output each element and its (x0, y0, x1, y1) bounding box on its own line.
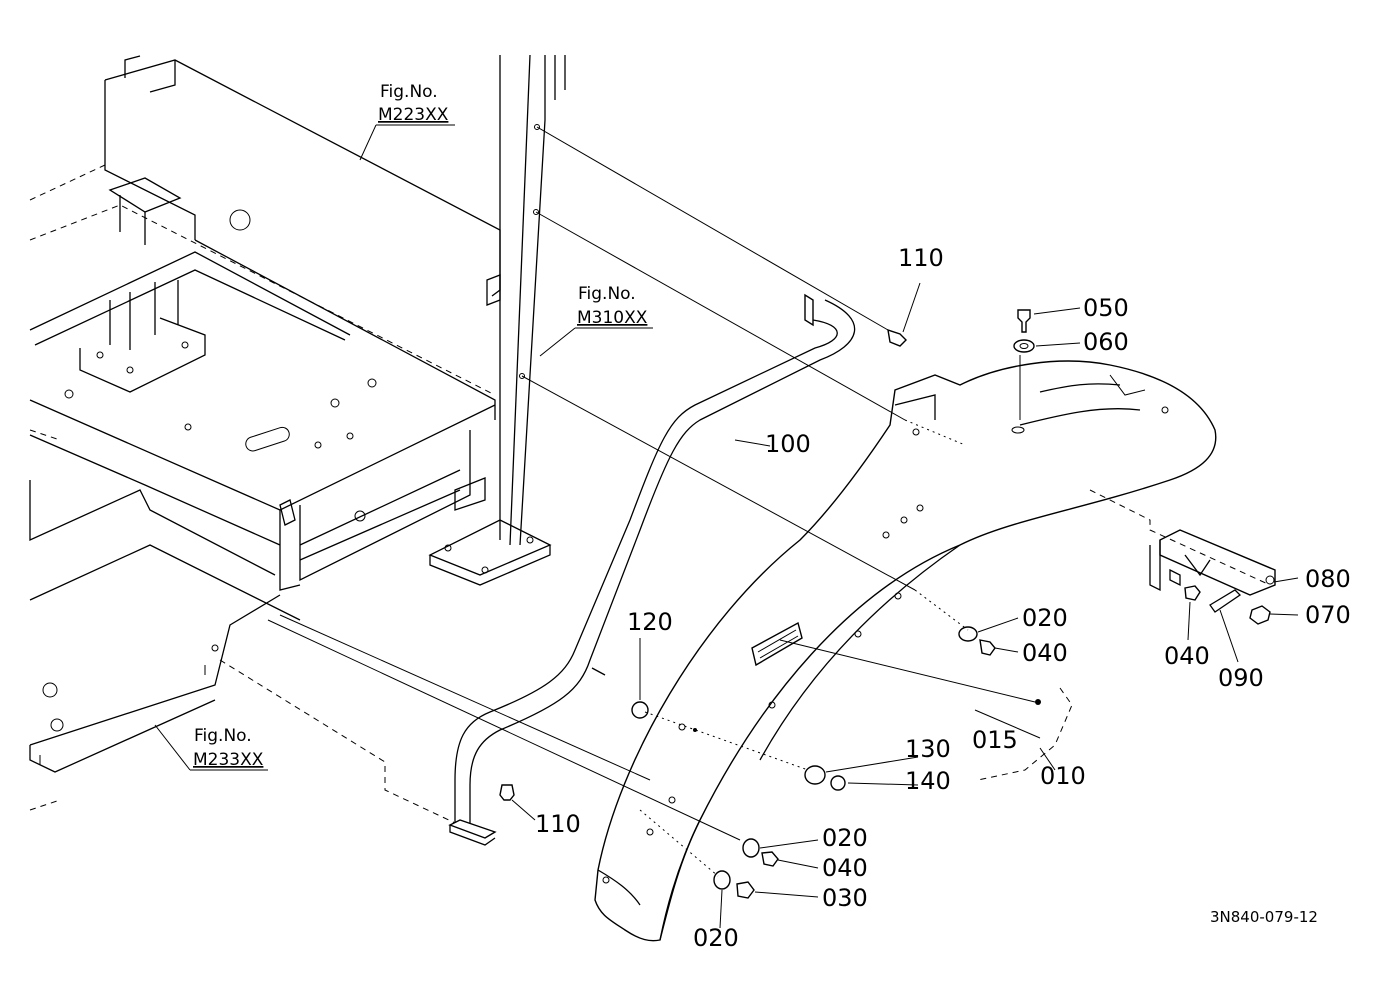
callout-090: 090 (1218, 664, 1264, 692)
callout-020-bottom: 020 (693, 924, 739, 952)
figure-ref-m310xx[interactable]: Fig.No. M310XX (577, 284, 648, 328)
callout-120: 120 (627, 608, 673, 636)
handrail-part-100 (448, 293, 856, 846)
callout-015: 015 (972, 726, 1018, 754)
callout-040-right: 040 (1022, 639, 1068, 667)
callout-060: 060 (1083, 328, 1129, 356)
figure-ref-code[interactable]: M233XX (193, 750, 264, 770)
figure-ref-prefix: Fig.No. (578, 284, 636, 304)
figure-ref-prefix: Fig.No. (380, 82, 438, 102)
figure-ref-m233xx[interactable]: Fig.No. M233XX (193, 726, 264, 770)
callout-030: 030 (822, 884, 868, 912)
callout-050: 050 (1083, 294, 1129, 322)
chassis-frame (29, 55, 501, 831)
leader-lines (154, 124, 1299, 929)
vertical-post (428, 54, 566, 586)
figure-ref-prefix: Fig.No. (194, 726, 252, 746)
fender-part-010 (594, 360, 1217, 942)
callout-140: 140 (905, 767, 951, 795)
figure-ref-m223xx[interactable]: Fig.No. M223XX (378, 82, 449, 125)
drawing-code: 3N840-079-12 (1210, 908, 1318, 926)
fasteners (499, 309, 1271, 899)
callout-110-upper: 110 (898, 244, 944, 272)
callout-110-lower: 110 (535, 810, 581, 838)
callout-020-right: 020 (1022, 604, 1068, 632)
rear-bracket (1089, 489, 1276, 613)
part-callouts: 110 050 060 100 080 020 070 040 040 090 … (535, 244, 1351, 952)
callout-010: 010 (1040, 762, 1086, 790)
callout-020-lower: 020 (822, 824, 868, 852)
callout-130: 130 (905, 735, 951, 763)
figure-ref-code[interactable]: M223XX (378, 105, 449, 125)
callout-070: 070 (1305, 601, 1351, 629)
callout-040-lower: 040 (822, 854, 868, 882)
callout-040-rear: 040 (1164, 642, 1210, 670)
callout-080: 080 (1305, 565, 1351, 593)
figure-ref-code[interactable]: M310XX (577, 308, 648, 328)
callout-100: 100 (765, 430, 811, 458)
